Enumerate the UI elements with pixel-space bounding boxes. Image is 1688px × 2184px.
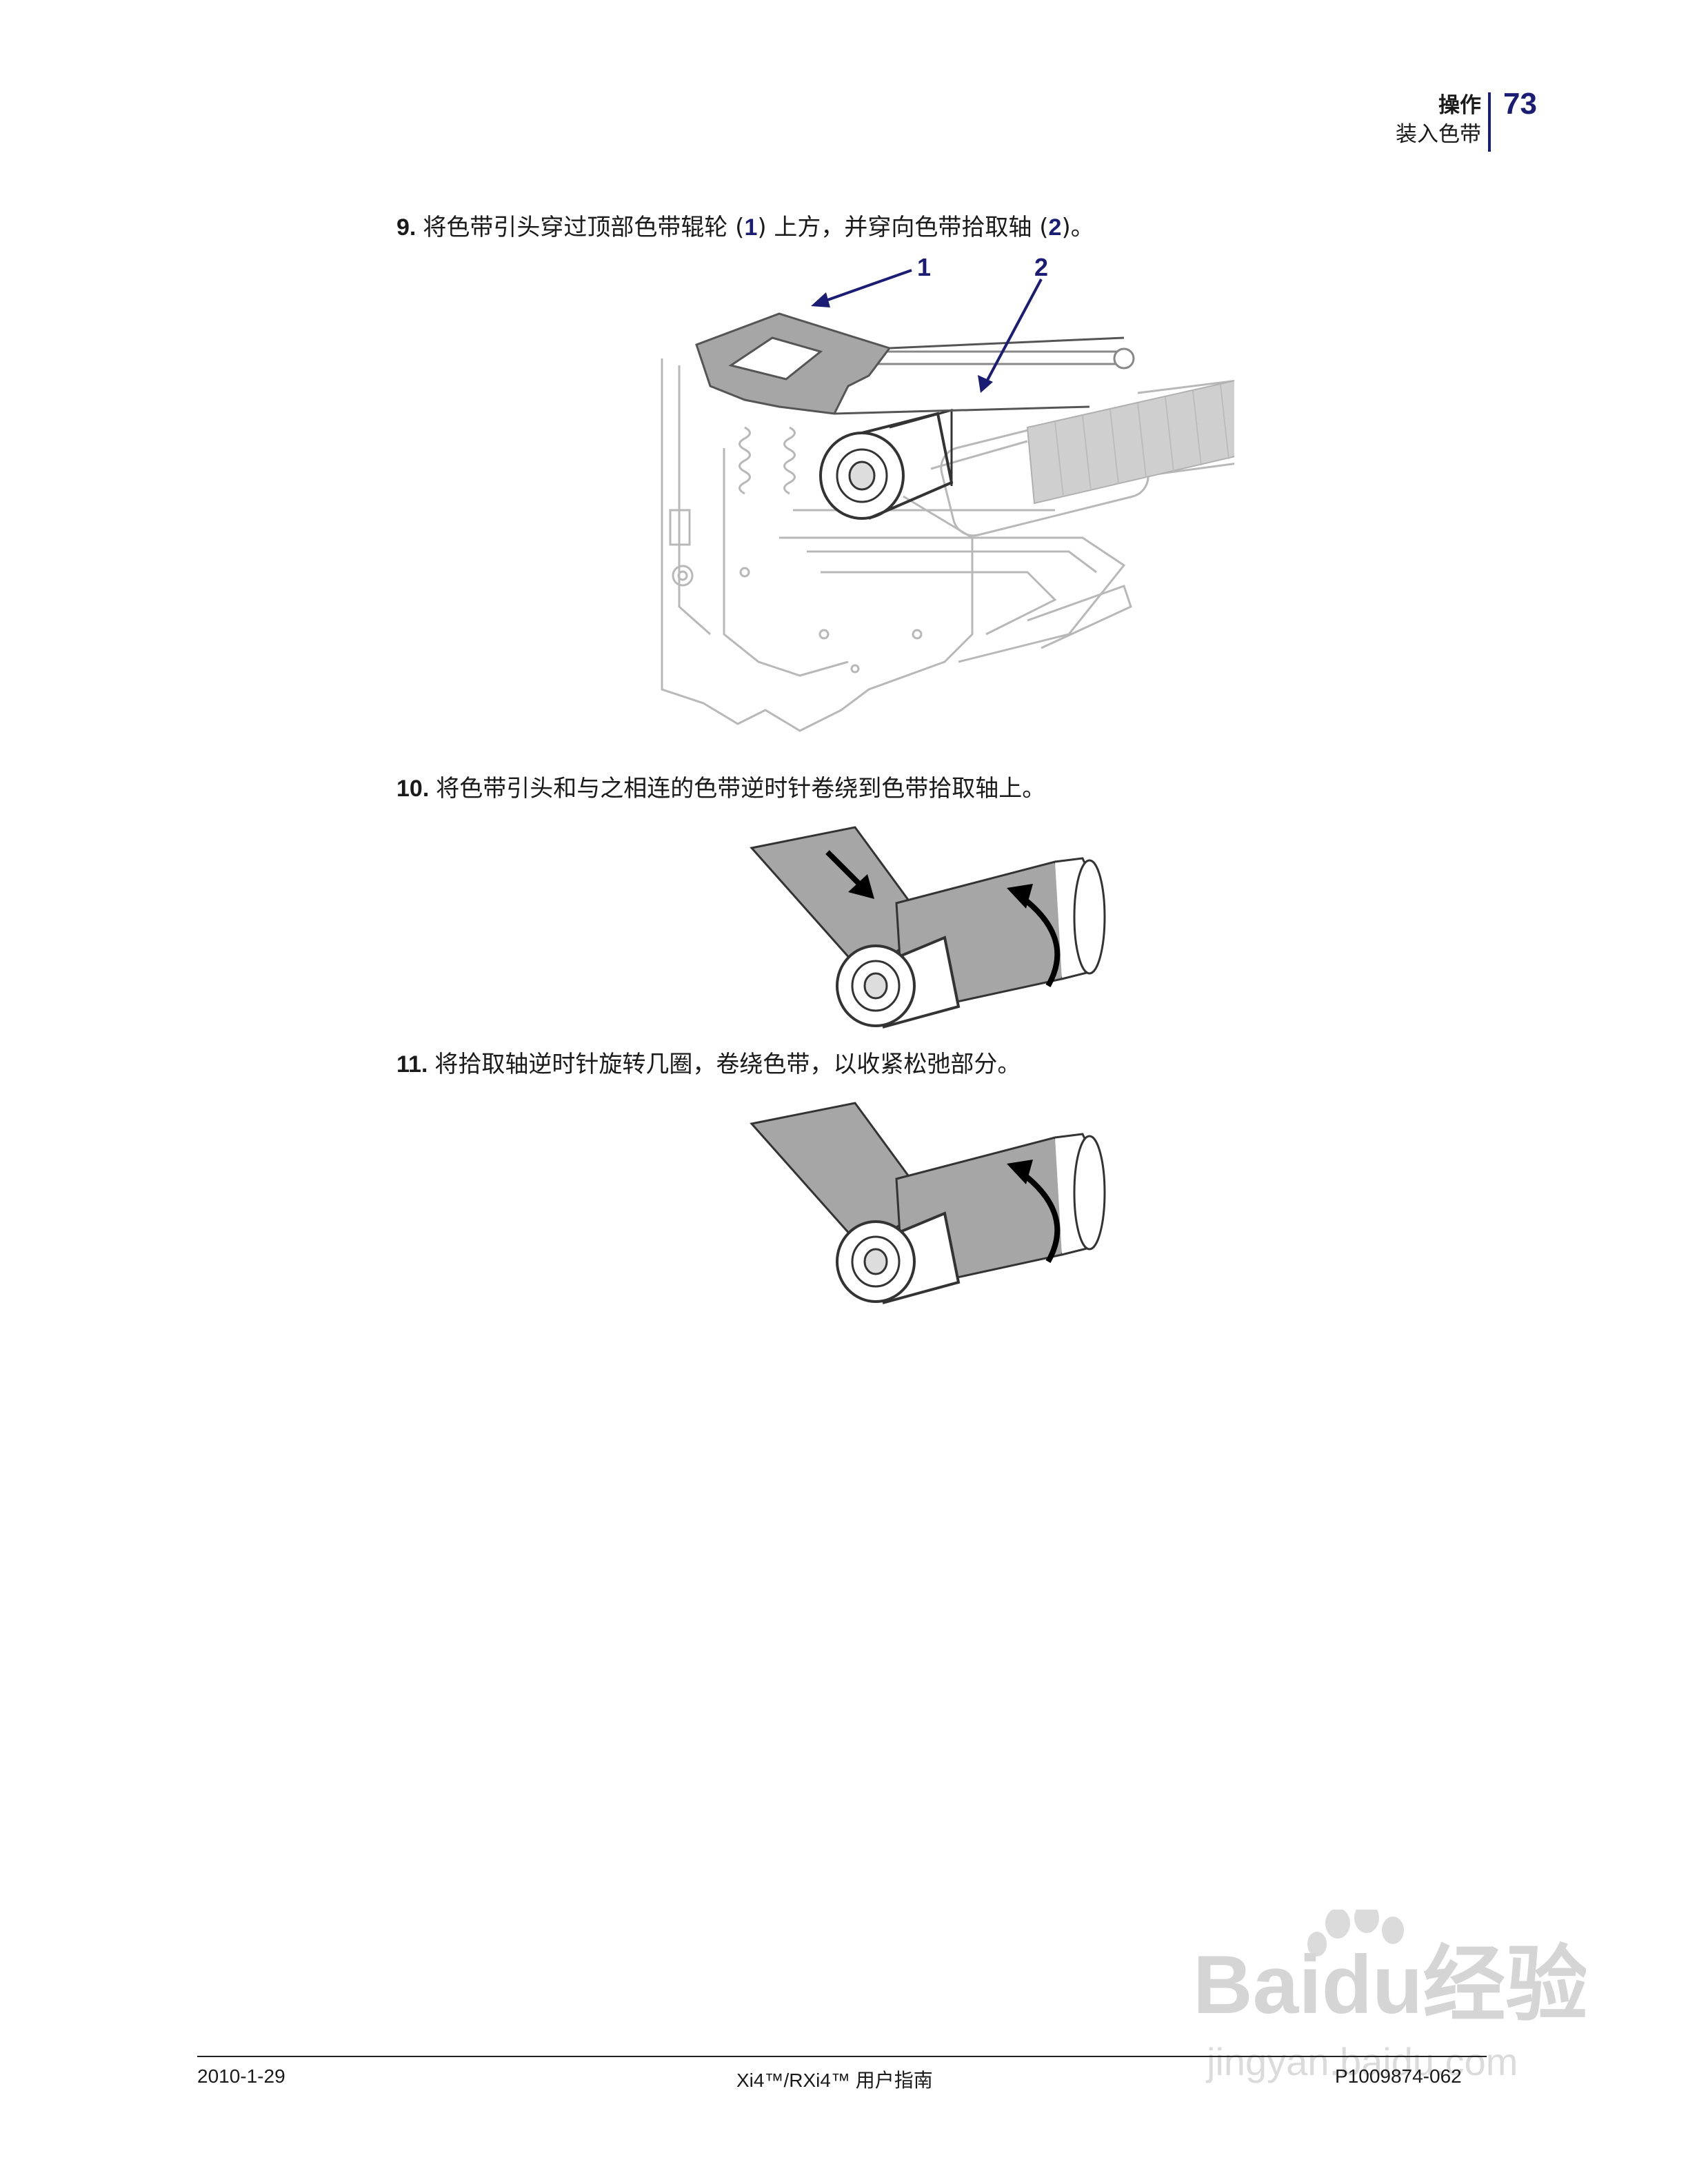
ribbon-tighten-illustration	[750, 1102, 1106, 1304]
baidu-paw-icon: Baidu经验 jingyan.baidu.com	[1193, 1903, 1588, 2083]
ref-number-2: 2	[1048, 214, 1062, 241]
step-9: 9. 将色带引头穿过顶部色带辊轮 (1) 上方，并穿向色带拾取轴 (2)。	[396, 212, 1094, 243]
watermark-brand: Baidu经验	[1193, 1939, 1586, 2031]
ribbon-wrap-illustration	[750, 826, 1106, 1029]
chapter-title: 操作	[1438, 93, 1481, 118]
footer-part-number: P1009874-062	[1335, 2065, 1462, 2087]
step-11: 11.将拾取轴逆时针旋转几圈，卷绕色带，以收紧松弛部分。	[396, 1049, 1021, 1080]
running-header: 操作 装入色带	[1396, 91, 1481, 149]
step-10: 10.将色带引头和与之相连的色带逆时针卷绕到色带拾取轴上。	[396, 774, 1045, 804]
footer-title: Xi4™/RXi4™ 用户指南	[736, 2070, 933, 2091]
watermark-url: jingyan.baidu.com	[1205, 2040, 1518, 2083]
callout-1: 1	[917, 253, 931, 281]
footer-divider	[197, 2056, 1487, 2057]
step-text: )。	[1061, 214, 1094, 241]
step-text: 将拾取轴逆时针旋转几圈，卷绕色带，以收紧松弛部分。	[434, 1051, 1021, 1078]
step-number: 11.	[396, 1051, 428, 1078]
page-number: 73	[1503, 87, 1537, 121]
ref-number-1: 1	[744, 214, 758, 241]
footer-date: 2010-1-29	[197, 2065, 285, 2087]
section-title: 装入色带	[1396, 122, 1481, 147]
step-text: 将色带引头穿过顶部色带辊轮 (	[423, 214, 745, 241]
header-divider	[1488, 92, 1491, 152]
baidu-watermark: Baidu经验 jingyan.baidu.com	[1186, 1903, 1588, 2092]
callout-2: 2	[1034, 253, 1048, 281]
step-text: ) 上方，并穿向色带拾取轴 (	[757, 214, 1049, 241]
step-number: 10.	[396, 776, 430, 802]
step-text: 将色带引头和与之相连的色带逆时针卷绕到色带拾取轴上。	[436, 775, 1046, 802]
step-number: 9.	[396, 214, 416, 241]
ribbon-path-illustration: 1 2	[661, 253, 1234, 732]
